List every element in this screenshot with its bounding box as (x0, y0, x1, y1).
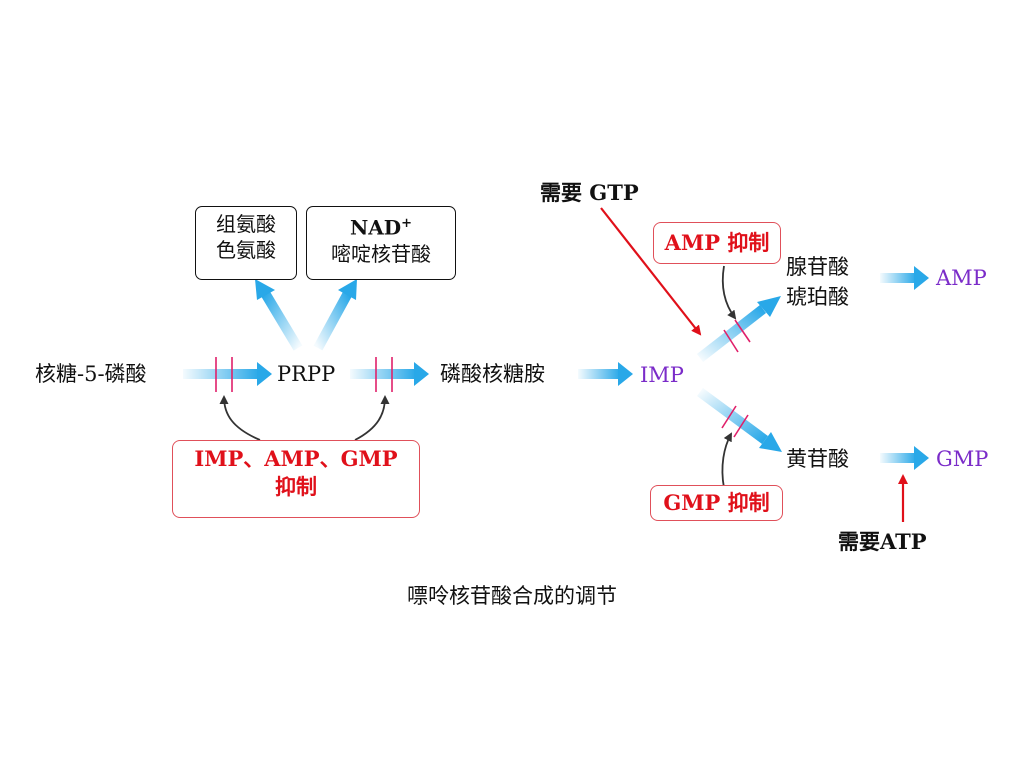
inhibit-mark-prpp-pra (375, 357, 393, 392)
prpp-label: PRPP (277, 362, 336, 386)
nad-label: NAD (349, 215, 402, 240)
requirement-arrow-gtp (600, 207, 702, 336)
inhibit-mark-imp-amp-branch (723, 319, 751, 353)
adenylosuccinate-label: 腺苷酸 琥珀酸 (786, 252, 849, 312)
amino-acids-box: 组氨酸 色氨酸 (195, 206, 297, 280)
ribose-5-phosphate-label: 核糖-5-磷酸 (35, 362, 147, 386)
flow-arrow-prpp-to-amino-acids (255, 279, 303, 351)
adenylosuccinate-line2: 琥珀酸 (786, 285, 849, 309)
inhibit-mark-imp-gmp-branch (721, 405, 749, 438)
flow-arrow-xmp-to-gmp (880, 446, 929, 470)
regulator-arrow-amp-inhibit (721, 265, 737, 320)
flow-arrow-imp-to-xmp (697, 387, 782, 452)
amino-acids-line2: 色氨酸 (216, 238, 276, 262)
inhibitor-prpp-line2: 抑制 (275, 474, 317, 499)
flow-arrow-ribose-to-prpp (183, 362, 272, 386)
flow-arrow-pra-to-imp (578, 362, 633, 386)
regulator-arrow-gmp-inhibit (721, 432, 732, 489)
xanthylate-label: 黄苷酸 (786, 447, 849, 471)
inhibitor-box-amp: AMP 抑制 (653, 222, 781, 264)
nad-superscript: + (401, 216, 413, 231)
requirement-atp-label: 需要ATP (838, 529, 927, 555)
inhibitor-box-prpp: IMP、AMP、GMP 抑制 (172, 440, 420, 518)
flow-arrow-imp-to-adenylosuccinate (696, 296, 781, 362)
flow-arrow-prpp-to-nad (313, 279, 357, 351)
phosphoribosylamine-label: 磷酸核糖胺 (440, 362, 545, 386)
nad-pyrimidine-box: NAD+ 嘧啶核苷酸 (306, 206, 456, 280)
regulator-arrow-to-ribose-block (219, 395, 261, 441)
requirement-gtp-text: 需要 GTP (540, 180, 639, 205)
flow-arrow-prpp-to-pra (350, 362, 429, 386)
inhibit-mark-ribose-prpp (215, 357, 233, 392)
inhibitor-box-gmp: GMP 抑制 (650, 485, 783, 521)
amino-acids-line1: 组氨酸 (216, 212, 276, 236)
amp-label: AMP (936, 266, 987, 290)
imp-label: IMP (640, 363, 684, 387)
inhibitor-prpp-line1: IMP、AMP、GMP (194, 446, 398, 471)
requirement-gtp-label: 需要 GTP (540, 180, 639, 206)
requirement-atp-text: 需要ATP (838, 529, 927, 554)
pyrimidine-line: 嘧啶核苷酸 (331, 241, 431, 266)
adenylosuccinate-line1: 腺苷酸 (786, 255, 849, 279)
nad-line: NAD+ (307, 211, 455, 241)
diagram-caption: 嘌呤核苷酸合成的调节 (407, 584, 617, 608)
gmp-label: GMP (936, 447, 989, 471)
regulator-arrow-to-prpp-block (354, 395, 390, 441)
flow-arrow-adenylosuccinate-to-amp (880, 266, 929, 290)
